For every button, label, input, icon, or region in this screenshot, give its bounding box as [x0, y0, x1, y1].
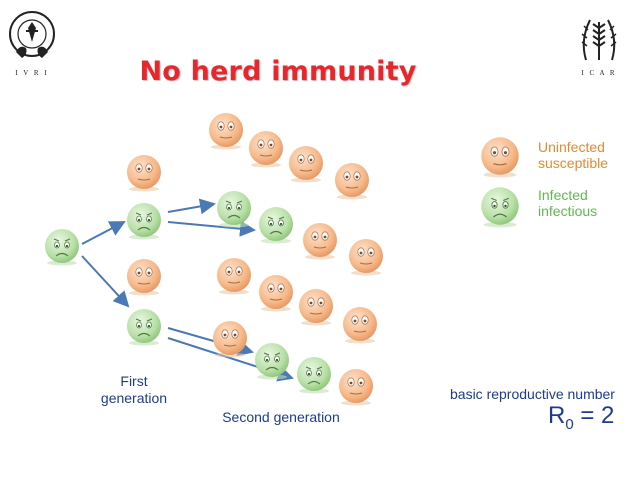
- ivri-logo: I V R I: [6, 8, 58, 77]
- first-generation-face: [126, 308, 162, 346]
- legend-infected-line1: Infected: [538, 187, 588, 203]
- uninfected-face: [334, 162, 370, 200]
- first-generation-line2: generation: [100, 390, 168, 406]
- uninfected-face: [216, 257, 252, 295]
- arrow-index-to-first-bottom: [81, 255, 130, 308]
- second-generation-label: Second generation: [222, 409, 340, 425]
- uninfected-face: [338, 368, 374, 406]
- second-generation-face: [258, 206, 294, 244]
- uninfected-face: [248, 130, 284, 168]
- first-generation-face: [126, 202, 162, 240]
- index-case-face: [44, 228, 80, 266]
- first-generation-line1: First: [120, 373, 148, 389]
- first-generation-label: First generation: [92, 373, 176, 407]
- icar-logo: I C A R: [576, 14, 622, 77]
- legend-uninfected-face: [480, 136, 520, 178]
- uninfected-face: [126, 258, 162, 296]
- ivri-logo-text: I V R I: [15, 69, 49, 77]
- second-generation-face: [296, 356, 332, 394]
- uninfected-face: [258, 274, 294, 312]
- basic-reproductive-number-caption: basic reproductive number: [450, 386, 615, 402]
- uninfected-face: [298, 288, 334, 326]
- uninfected-face: [208, 112, 244, 150]
- r0-subscript: 0: [565, 415, 574, 433]
- uninfected-face: [348, 238, 384, 276]
- r0-symbol: R: [548, 402, 566, 429]
- legend-infected-line2: infectious: [538, 203, 598, 219]
- arrow-first-top-to-second-a: [167, 198, 216, 215]
- legend-uninfected-line1: Uninfected: [538, 139, 605, 155]
- arrow-first-top-to-second-b: [167, 220, 256, 237]
- icar-logo-text: I C A R: [581, 69, 617, 77]
- legend-uninfected-line2: susceptible: [538, 155, 609, 171]
- slide-title: No herd immunity: [139, 56, 417, 87]
- uninfected-face: [126, 154, 162, 192]
- uninfected-face: [288, 145, 324, 183]
- second-generation-face: [254, 342, 290, 380]
- arrow-index-to-first-top: [81, 221, 126, 245]
- r0-value: = 2: [580, 402, 615, 429]
- legend-infected-label: Infected infectious: [538, 187, 597, 219]
- legend-uninfected-label: Uninfected susceptible: [538, 139, 608, 171]
- icar-wheat-emblem-icon: [581, 19, 617, 61]
- uninfected-face: [302, 222, 338, 260]
- uninfected-faces: [126, 112, 384, 406]
- ivri-emblem-icon: [9, 11, 55, 58]
- legend-infected-face: [480, 186, 520, 228]
- uninfected-face: [212, 320, 248, 358]
- uninfected-face: [342, 306, 378, 344]
- r0-equation: R0 = 2: [548, 402, 614, 433]
- second-generation-face: [216, 190, 252, 228]
